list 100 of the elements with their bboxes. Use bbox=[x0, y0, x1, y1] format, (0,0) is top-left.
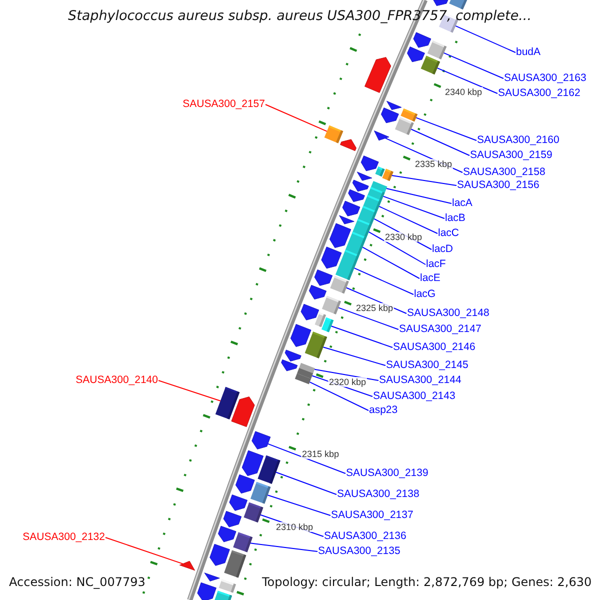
gene-block bbox=[370, 180, 388, 193]
gene-label: SAUSA300_2137 bbox=[331, 509, 414, 521]
gene-block bbox=[297, 368, 314, 379]
gene-label: lacC bbox=[438, 227, 460, 239]
leader-line bbox=[314, 368, 379, 381]
gene-label: lacB bbox=[445, 212, 466, 224]
gene-block bbox=[449, 0, 468, 10]
gene-marker bbox=[348, 189, 365, 202]
scale-label: 2315 kbp bbox=[301, 449, 340, 459]
gene-label: lacG bbox=[414, 288, 436, 300]
gene-label: SAUSA300_2136 bbox=[324, 530, 406, 542]
scale-label: 2325 kbp bbox=[355, 303, 394, 313]
gene-marker bbox=[179, 560, 196, 571]
gene-label: SAUSA300_2159 bbox=[470, 149, 552, 161]
leader-line bbox=[309, 382, 369, 411]
gene-marker bbox=[210, 544, 230, 566]
gene-marker bbox=[407, 46, 425, 62]
leader-line bbox=[267, 443, 346, 474]
gene-label: lacF bbox=[426, 258, 446, 270]
genome-summary-text: Topology: circular; Length: 2,872,769 bp; Genes: 2,630 bbox=[262, 575, 592, 589]
accession-text: Accession: NC_007793 bbox=[9, 575, 146, 589]
gene-label: SAUSA300_2158 bbox=[463, 166, 546, 178]
leader-line bbox=[105, 537, 184, 564]
gene-block bbox=[214, 590, 232, 600]
leader-line bbox=[250, 542, 318, 552]
leader-line bbox=[267, 494, 331, 516]
leader-line bbox=[338, 307, 399, 330]
gene-label: SAUSA300_2143 bbox=[373, 390, 456, 402]
leader-line bbox=[391, 175, 457, 186]
gene-label: SAUSA300_2144 bbox=[379, 374, 462, 386]
gene-marker bbox=[386, 100, 402, 110]
gene-block bbox=[427, 40, 447, 60]
gene-marker bbox=[229, 494, 248, 511]
gene-marker bbox=[321, 246, 342, 269]
gene-label: SAUSA300_2135 bbox=[318, 545, 400, 557]
gene-block bbox=[299, 362, 316, 374]
gene-label: SAUSA300_2163 bbox=[504, 72, 586, 84]
gene-label: SAUSA300_2146 bbox=[393, 341, 476, 353]
gene-marker bbox=[314, 269, 333, 286]
gene-marker bbox=[231, 396, 255, 428]
leader-line bbox=[322, 346, 386, 366]
leader-line bbox=[436, 68, 498, 94]
gene-marker bbox=[374, 130, 390, 141]
gene-block bbox=[233, 532, 253, 552]
leader-line bbox=[368, 231, 426, 265]
gene-label: SAUSA300_2156 bbox=[457, 179, 540, 191]
gene-block bbox=[244, 502, 264, 522]
gene-label: SAUSA300_2145 bbox=[386, 359, 468, 371]
gene-block bbox=[294, 373, 312, 384]
scale-label: 2335 kbp bbox=[414, 159, 454, 169]
leader-line bbox=[158, 380, 221, 402]
leader-line bbox=[386, 188, 452, 204]
leader-line bbox=[330, 326, 393, 348]
gene-marker bbox=[242, 450, 264, 476]
leader-line bbox=[455, 25, 516, 53]
gene-marker bbox=[218, 526, 236, 542]
gene-label: SAUSA300_2147 bbox=[399, 323, 482, 335]
gene-block bbox=[218, 579, 236, 593]
scale-label: 2330 kbp bbox=[384, 232, 424, 242]
gene-marker bbox=[433, 0, 448, 6]
gene-marker bbox=[308, 284, 327, 300]
gene-marker bbox=[204, 572, 220, 582]
gene-marker bbox=[281, 359, 298, 372]
leader-line bbox=[378, 206, 438, 234]
gene-label: SAUSA300_2138 bbox=[337, 488, 420, 500]
scale-label: 2320 kbp bbox=[328, 377, 368, 387]
gene-marker bbox=[352, 180, 369, 192]
gene-marker bbox=[284, 350, 302, 362]
leader-line bbox=[354, 268, 414, 295]
gene-block bbox=[420, 56, 440, 75]
gene-label: SAUSA300_2139 bbox=[346, 467, 428, 479]
gene-label: lacD bbox=[432, 243, 454, 255]
gene-block bbox=[314, 312, 326, 328]
gene-label: SAUSA300_2140 bbox=[76, 374, 158, 386]
leader-line bbox=[443, 52, 504, 79]
gene-marker bbox=[290, 324, 312, 347]
gene-block bbox=[394, 117, 414, 136]
scale-label: 2310 kbp bbox=[275, 522, 314, 532]
leader-line bbox=[362, 246, 420, 279]
leader-line bbox=[265, 104, 328, 132]
gene-label: asp23 bbox=[369, 404, 398, 416]
gene-marker bbox=[300, 304, 320, 320]
gene-marker bbox=[364, 57, 392, 93]
leader-line bbox=[276, 472, 337, 495]
gene-label: SAUSA300_2132 bbox=[22, 531, 105, 543]
gene-label: SAUSA300_2160 bbox=[477, 134, 560, 146]
gene-block bbox=[324, 125, 344, 144]
gene-block bbox=[330, 276, 349, 294]
leader-line bbox=[410, 128, 470, 156]
gene-marker bbox=[340, 139, 356, 152]
gene-marker bbox=[356, 172, 372, 181]
gene-label: SAUSA300_2162 bbox=[498, 87, 580, 99]
gene-block bbox=[224, 550, 246, 578]
gene-marker bbox=[223, 510, 242, 528]
gene-block bbox=[375, 166, 385, 177]
gene-label: SAUSA300_2157 bbox=[182, 98, 265, 110]
gene-label: lacA bbox=[452, 197, 472, 209]
leader-line bbox=[416, 117, 477, 141]
scale-label: 2340 kbp bbox=[444, 87, 484, 97]
leader-line bbox=[382, 196, 445, 219]
